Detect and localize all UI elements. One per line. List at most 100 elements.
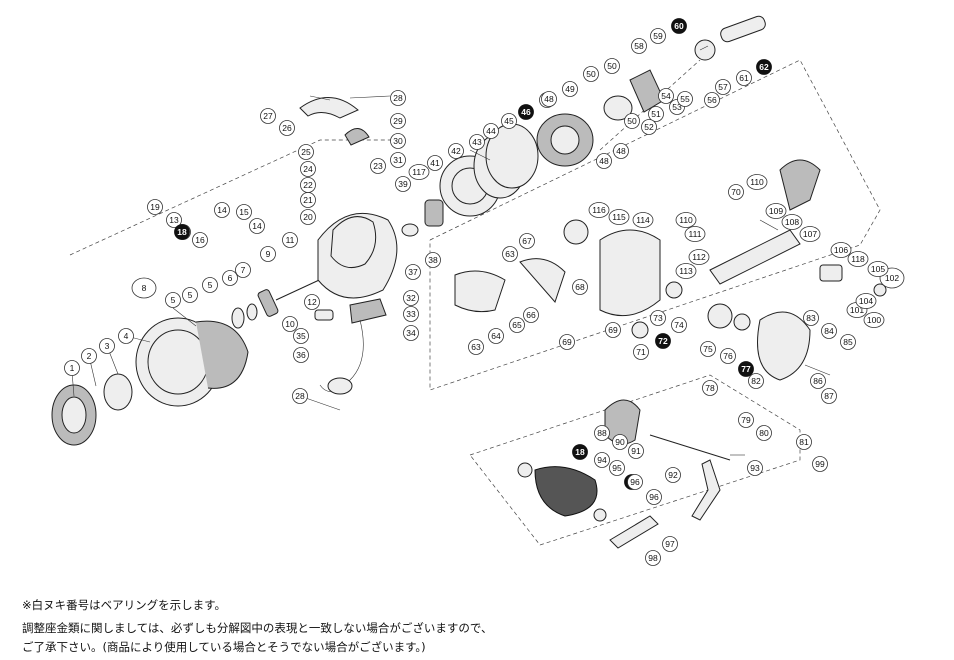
svg-text:76: 76 xyxy=(723,351,733,361)
callout-109: 109 xyxy=(765,203,787,219)
callout-10: 10 xyxy=(282,316,298,332)
callout-28: 28 xyxy=(292,388,308,404)
callout-6: 6 xyxy=(222,270,238,286)
callout-13: 13 xyxy=(166,212,182,228)
callout-33: 33 xyxy=(403,306,419,322)
svg-text:93: 93 xyxy=(750,463,760,473)
callout-65: 65 xyxy=(509,317,525,333)
callout-22: 22 xyxy=(300,177,316,193)
callout-90: 90 xyxy=(612,434,628,450)
callout-96: 96 xyxy=(646,489,662,505)
callout-11: 11 xyxy=(282,232,298,248)
callout-48: 48 xyxy=(613,143,629,159)
svg-text:24: 24 xyxy=(303,164,313,174)
svg-text:100: 100 xyxy=(867,315,881,325)
svg-text:81: 81 xyxy=(799,437,809,447)
callout-7: 7 xyxy=(235,262,251,278)
callout-100: 100 xyxy=(863,312,885,328)
part-number-callouts: 1234555678910111213141415161718181819202… xyxy=(64,18,905,566)
svg-text:13: 13 xyxy=(169,215,179,225)
callout-91: 91 xyxy=(628,443,644,459)
svg-text:48: 48 xyxy=(616,146,626,156)
callout-112: 112 xyxy=(688,249,710,265)
svg-text:110: 110 xyxy=(750,177,764,187)
callout-108: 108 xyxy=(781,214,803,230)
callout-5: 5 xyxy=(202,277,218,293)
callout-64: 64 xyxy=(488,328,504,344)
callout-59: 59 xyxy=(650,28,666,44)
svg-text:60: 60 xyxy=(674,21,684,31)
svg-text:86: 86 xyxy=(813,376,823,386)
callout-50: 50 xyxy=(583,66,599,82)
callout-104: 104 xyxy=(855,293,877,309)
callout-93: 93 xyxy=(747,460,763,476)
svg-text:63: 63 xyxy=(505,249,515,259)
svg-text:35: 35 xyxy=(296,331,306,341)
svg-text:70: 70 xyxy=(731,187,741,197)
svg-text:46: 46 xyxy=(521,107,531,117)
svg-text:96: 96 xyxy=(630,477,640,487)
svg-text:97: 97 xyxy=(665,539,675,549)
svg-text:99: 99 xyxy=(815,459,825,469)
svg-text:94: 94 xyxy=(597,455,607,465)
svg-text:64: 64 xyxy=(491,331,501,341)
svg-text:44: 44 xyxy=(486,126,496,136)
svg-text:54: 54 xyxy=(661,91,671,101)
svg-text:5: 5 xyxy=(171,295,176,305)
callout-81: 81 xyxy=(796,434,812,450)
svg-text:14: 14 xyxy=(252,221,262,231)
handle-part xyxy=(517,399,731,549)
svg-text:18: 18 xyxy=(177,227,187,237)
svg-text:75: 75 xyxy=(703,344,713,354)
callout-1: 1 xyxy=(64,360,80,376)
svg-text:63: 63 xyxy=(471,342,481,352)
svg-text:84: 84 xyxy=(824,326,834,336)
callout-85: 85 xyxy=(840,334,856,350)
callout-57: 57 xyxy=(715,79,731,95)
svg-text:39: 39 xyxy=(398,179,408,189)
svg-text:79: 79 xyxy=(741,415,751,425)
callout-75: 75 xyxy=(700,341,716,357)
callout-39: 39 xyxy=(395,176,411,192)
callout-98: 98 xyxy=(645,550,661,566)
callout-118: 118 xyxy=(847,251,869,267)
callout-15: 15 xyxy=(236,204,252,220)
svg-text:71: 71 xyxy=(636,347,646,357)
svg-text:102: 102 xyxy=(885,273,899,283)
callout-44: 44 xyxy=(483,123,499,139)
svg-text:45: 45 xyxy=(504,116,514,126)
svg-text:114: 114 xyxy=(636,215,650,225)
svg-text:23: 23 xyxy=(373,161,383,171)
svg-text:66: 66 xyxy=(526,310,536,320)
svg-text:28: 28 xyxy=(295,391,305,401)
adjustment-washer-note-line1: 調整座金類に関しましては、必ずしも分解図中の表現と一致しない場合がございますので… xyxy=(22,621,493,635)
callout-5: 5 xyxy=(182,287,198,303)
callout-41: 41 xyxy=(427,155,443,171)
svg-text:53: 53 xyxy=(672,102,682,112)
callout-4: 4 xyxy=(118,328,134,344)
callout-18: 18 xyxy=(572,444,588,460)
svg-text:50: 50 xyxy=(586,69,596,79)
callout-77: 77 xyxy=(738,361,754,377)
rotor-part xyxy=(299,97,444,395)
callout-63: 63 xyxy=(468,339,484,355)
svg-text:55: 55 xyxy=(680,94,690,104)
svg-text:9: 9 xyxy=(266,249,271,259)
svg-text:69: 69 xyxy=(562,337,572,347)
svg-text:111: 111 xyxy=(689,229,702,239)
callout-58: 58 xyxy=(631,38,647,54)
svg-text:10: 10 xyxy=(285,319,295,329)
svg-text:57: 57 xyxy=(718,82,728,92)
callout-71: 71 xyxy=(633,344,649,360)
svg-text:48: 48 xyxy=(599,156,609,166)
svg-text:61: 61 xyxy=(739,73,749,83)
callout-28: 28 xyxy=(390,90,406,106)
callout-88: 88 xyxy=(594,425,610,441)
callout-26: 26 xyxy=(279,120,295,136)
svg-text:7: 7 xyxy=(241,265,246,275)
callout-111: 111 xyxy=(684,226,706,242)
svg-text:5: 5 xyxy=(188,290,193,300)
svg-text:29: 29 xyxy=(393,116,403,126)
svg-text:67: 67 xyxy=(522,236,532,246)
callout-83: 83 xyxy=(803,310,819,326)
